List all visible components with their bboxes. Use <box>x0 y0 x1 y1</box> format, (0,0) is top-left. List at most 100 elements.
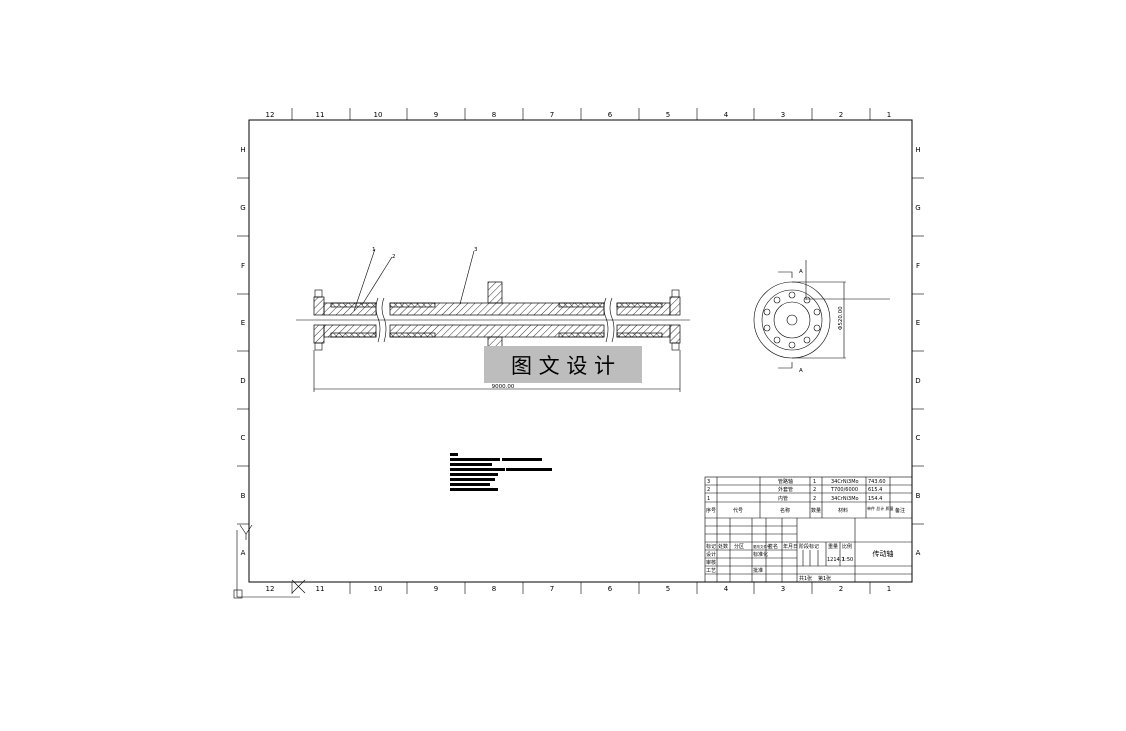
part-no: 1 <box>707 496 710 502</box>
flange-end-view: Φ520.00 A A <box>753 260 890 374</box>
drawing-frame: 12 11 10 9 8 7 6 5 4 3 2 1 12 11 10 9 8 … <box>233 108 924 599</box>
zone-col: 2 <box>839 111 843 119</box>
zone-col: 10 <box>374 585 383 593</box>
balloon-2: 2 <box>392 254 396 260</box>
zone-col: 11 <box>316 111 325 119</box>
header-note: 备注 <box>895 507 905 514</box>
technical-notes <box>450 453 552 491</box>
zone-col: 4 <box>724 585 729 593</box>
tb-process: 工艺 <box>706 568 716 574</box>
parts-list: 3 管路轴 1 34CrNi3Mo 743.60 2 外套管 2 T700/60… <box>706 478 905 514</box>
shaft-section-view: 1 2 3 9000.00 <box>296 247 690 392</box>
part-qty: 2 <box>813 487 816 493</box>
part-mass: 154.4 <box>868 496 882 502</box>
zone-col: 7 <box>550 585 554 593</box>
tb-design: 设计 <box>706 551 716 558</box>
zone-row: D <box>240 377 245 385</box>
part-material: 34CrNi3Mo <box>831 496 859 502</box>
zone-row: C <box>241 434 246 442</box>
zone-row: F <box>241 262 245 270</box>
part-qty: 2 <box>813 496 816 502</box>
balloon-3: 3 <box>474 247 478 253</box>
drawing-title: 传动轴 <box>873 549 894 558</box>
header-no: 序号 <box>706 507 716 514</box>
zone-row: G <box>915 204 920 212</box>
zone-row: H <box>915 146 920 154</box>
zone-row: A <box>916 549 921 557</box>
zone-col: 8 <box>492 111 496 119</box>
zone-col: 8 <box>492 585 496 593</box>
tb-sheet-total: 共1张 <box>799 575 812 582</box>
zone-row: F <box>916 262 920 270</box>
zone-col: 12 <box>266 111 275 119</box>
zone-row: E <box>241 319 245 327</box>
tb-check: 审核 <box>706 559 716 566</box>
part-name: 内管 <box>778 495 788 502</box>
zone-col: 10 <box>374 111 383 119</box>
zone-labels-left: H G F E D C B A <box>240 146 245 557</box>
part-no: 2 <box>707 487 710 493</box>
tb-stage: 阶段标记 <box>799 543 819 550</box>
header-material: 材料 <box>838 507 848 514</box>
tb-weight: 重量 <box>828 543 838 550</box>
tb-scale-value: 1:50 <box>842 557 853 563</box>
part-no: 3 <box>707 479 710 485</box>
section-label-bottom: A <box>799 368 803 374</box>
zone-col: 11 <box>316 585 325 593</box>
tb-scale: 比例 <box>842 543 852 550</box>
header-code: 代号 <box>733 507 743 514</box>
zone-col: 1 <box>887 585 891 593</box>
bolt-holes <box>763 291 821 349</box>
tb-zone: 分区 <box>734 543 744 550</box>
zone-col: 9 <box>434 585 438 593</box>
tb-std: 标准化 <box>753 551 768 558</box>
zone-row: G <box>240 204 245 212</box>
zone-col: 7 <box>550 111 554 119</box>
tb-sign: 签名 <box>768 543 778 550</box>
zone-col: 2 <box>839 585 843 593</box>
zone-labels-top: 12 11 10 9 8 7 6 5 4 3 2 1 <box>266 111 892 119</box>
zone-col: 6 <box>608 111 613 119</box>
section-label-top: A <box>799 269 803 275</box>
part-name: 外套管 <box>778 486 793 493</box>
zone-col: 4 <box>724 111 729 119</box>
title-block: 3 管路轴 1 34CrNi3Mo 743.60 2 外套管 2 T700/60… <box>704 476 913 583</box>
zone-row: C <box>916 434 921 442</box>
zone-labels-bottom: 12 11 10 9 8 7 6 5 4 3 2 1 <box>266 585 892 593</box>
watermark: 图 文 设 计 <box>484 346 642 383</box>
tb-doc: 更改文件号 <box>753 544 771 549</box>
zone-row: H <box>240 146 245 154</box>
part-name: 管路轴 <box>778 478 793 485</box>
zone-row: D <box>915 377 920 385</box>
zone-col: 5 <box>666 111 670 119</box>
zone-labels-right: H G F E D C B A <box>915 146 920 557</box>
tb-date: 年月日 <box>783 543 798 550</box>
length-dimension: 9000.00 <box>492 384 515 390</box>
zone-row: E <box>916 319 920 327</box>
tb-sheet-no: 第1张 <box>818 575 831 582</box>
zone-col: 5 <box>666 585 670 593</box>
part-mass: 743.60 <box>868 479 886 485</box>
header-name: 名称 <box>780 507 790 514</box>
diameter-dimension: Φ520.00 <box>838 306 844 330</box>
zone-row: B <box>241 492 246 500</box>
zone-col: 12 <box>266 585 275 593</box>
zone-col: 9 <box>434 111 438 119</box>
zone-row: B <box>916 492 921 500</box>
tb-approve: 批准 <box>753 567 763 574</box>
watermark-text: 图 文 设 计 <box>511 354 615 378</box>
balloon-1: 1 <box>372 247 376 253</box>
zone-col: 3 <box>781 585 785 593</box>
zone-row: A <box>241 549 246 557</box>
tb-weight-value: 1214.7 <box>827 557 845 563</box>
header-mass: 单件 总计 质量 <box>867 505 894 511</box>
part-material: 34CrNi3Mo <box>831 479 859 485</box>
zone-col: 3 <box>781 111 785 119</box>
part-material: T700/6000 <box>830 487 858 493</box>
tb-mark: 标记 <box>706 543 716 550</box>
header-qty: 数量 <box>811 507 821 514</box>
part-qty: 1 <box>813 479 816 485</box>
zone-col: 6 <box>608 585 613 593</box>
tb-count: 处数 <box>718 543 728 550</box>
